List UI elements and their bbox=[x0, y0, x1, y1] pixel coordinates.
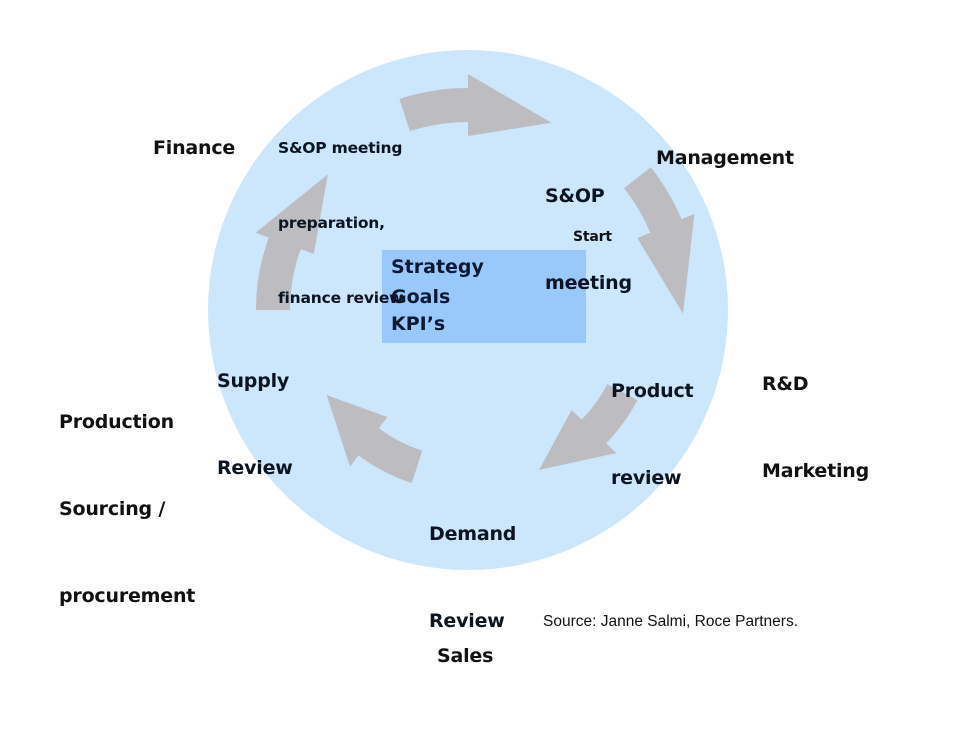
center-box-line-kpis: KPI’s bbox=[391, 313, 446, 335]
arrows-layer bbox=[255, 74, 695, 484]
step-product-review: Product review bbox=[611, 319, 694, 551]
step-line: finance review bbox=[278, 289, 404, 307]
step-line: preparation, bbox=[278, 214, 385, 232]
curved-arrow-icon bbox=[255, 174, 328, 310]
step-line: S&OP bbox=[545, 185, 605, 207]
source-citation: Source: Janne Salmi, Roce Partners. bbox=[543, 613, 799, 630]
center-box-line-goals: Goals bbox=[391, 286, 451, 308]
curved-arrow-icon bbox=[539, 384, 638, 470]
function-production: Production Sourcing / procurement bbox=[59, 350, 195, 669]
function-line: procurement bbox=[59, 585, 196, 607]
curved-arrow-icon bbox=[326, 394, 423, 484]
function-line: Management bbox=[656, 147, 794, 169]
center-box: Strategy Goals KPI’s bbox=[382, 250, 586, 343]
step-line: S&OP meeting bbox=[278, 139, 403, 157]
function-rd-marketing: R&D Marketing bbox=[762, 312, 869, 544]
function-line: Finance bbox=[153, 137, 236, 159]
step-supply-review: Supply Review bbox=[217, 309, 293, 541]
function-line: Marketing bbox=[762, 460, 870, 482]
start-label: Start bbox=[573, 229, 612, 245]
step-line: Review bbox=[429, 610, 505, 632]
function-sales: Sales bbox=[437, 584, 493, 729]
step-sop-preparation: S&OP meeting preparation, finance review bbox=[278, 86, 403, 361]
center-box-line-strategy: Strategy bbox=[391, 256, 484, 278]
function-line: Sales bbox=[437, 645, 494, 667]
step-line: Review bbox=[217, 457, 293, 479]
function-line: R&D bbox=[762, 373, 809, 395]
step-line: Demand bbox=[429, 523, 517, 545]
function-finance: Finance bbox=[153, 76, 235, 221]
step-line: Product bbox=[611, 380, 694, 402]
step-line: meeting bbox=[545, 272, 632, 294]
step-line: Supply bbox=[217, 370, 290, 392]
step-line: review bbox=[611, 467, 682, 489]
step-demand-review: Demand Review bbox=[429, 462, 516, 694]
curved-arrow-icon bbox=[399, 74, 552, 136]
function-management: Management bbox=[656, 86, 794, 231]
curved-arrow-icon bbox=[624, 167, 695, 314]
function-line: Sourcing / bbox=[59, 498, 166, 520]
function-line: Production bbox=[59, 411, 174, 433]
step-sop-meeting: S&OP meeting bbox=[545, 124, 632, 356]
